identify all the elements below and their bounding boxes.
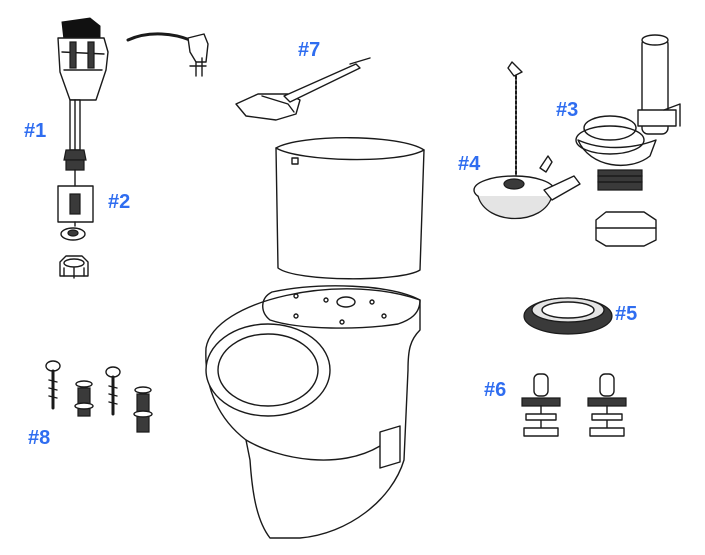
flapper-drawing xyxy=(473,61,581,219)
label-fill-valve: #1 xyxy=(24,120,47,142)
flush-valve-drawing xyxy=(575,34,681,247)
label-tank-to-bowl-gasket: #5 xyxy=(615,303,638,325)
label-tank-bolts: #6 xyxy=(484,379,507,401)
label-flapper: #4 xyxy=(458,153,481,175)
tank-drawing xyxy=(275,137,425,280)
bowl-bolts-drawing xyxy=(45,360,153,433)
fill-valve-drawing xyxy=(57,17,109,187)
label-flush-valve: #3 xyxy=(556,99,579,121)
label-bowl-bolts: #8 xyxy=(28,427,51,449)
trip-lever-drawing xyxy=(126,32,371,121)
label-fill-valve-filter: #2 xyxy=(108,191,131,213)
bowl-drawing xyxy=(205,285,421,539)
label-trip-lever: #7 xyxy=(298,39,321,61)
tank-bolts-drawing xyxy=(521,373,627,437)
tank-to-bowl-gasket-drawing xyxy=(523,297,613,335)
fill-valve-filter-drawing xyxy=(57,185,94,279)
